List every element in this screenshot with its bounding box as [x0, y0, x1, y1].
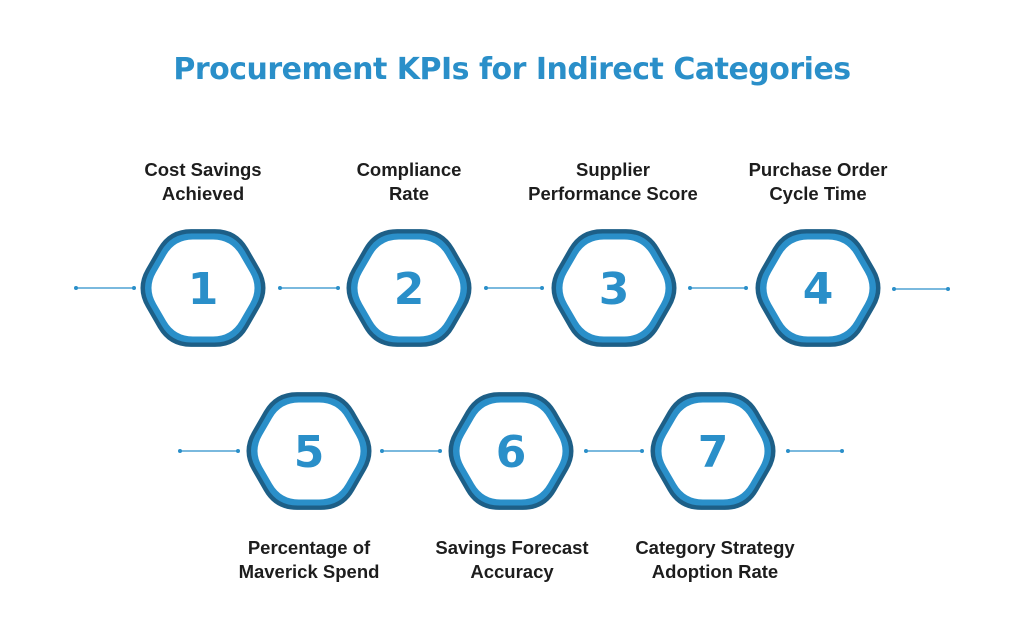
hexagon-inner [661, 402, 765, 500]
kpi-label-6-line2: Accuracy [470, 561, 554, 582]
top-row-connectors [74, 286, 950, 291]
kpi-label-6-line1: Savings Forecast [435, 537, 589, 558]
page-title: Procurement KPIs for Indirect Categories [173, 52, 851, 87]
kpi-label-2-line1: Compliance [356, 159, 462, 180]
hexagon-inner [151, 239, 255, 337]
kpi-number: 4 [803, 264, 834, 315]
hexagon-inner [357, 239, 461, 337]
kpi-label-3-line2: Performance Score [528, 183, 698, 204]
kpi-label-3-line1: Supplier [575, 159, 650, 180]
kpi-label-1: Cost Savings Achieved [88, 158, 318, 206]
kpi-label-7-line1: Category Strategy [635, 537, 795, 558]
kpi-number: 1 [188, 264, 219, 315]
hexagon-inner [257, 402, 361, 500]
hexagon-inner [562, 239, 666, 337]
hexagon-inner [766, 239, 870, 337]
kpi-hexagon-4: 4 [755, 229, 881, 347]
kpi-label-5-line2: Maverick Spend [238, 561, 380, 582]
kpi-label-7: Category Strategy Adoption Rate [600, 536, 830, 584]
kpi-label-4-line2: Cycle Time [769, 183, 867, 204]
kpi-number: 2 [394, 264, 425, 315]
kpi-number: 7 [698, 427, 729, 478]
kpi-number: 6 [496, 427, 527, 478]
kpi-label-1-line1: Cost Savings [144, 159, 262, 180]
kpi-number: 3 [599, 264, 630, 315]
kpi-label-6: Savings Forecast Accuracy [397, 536, 627, 584]
kpi-label-7-line2: Adoption Rate [651, 561, 779, 582]
kpi-hexagons: 1 2 3 4 5 6 7 [140, 229, 881, 510]
kpi-label-2-line2: Rate [388, 183, 430, 204]
kpi-label-3: Supplier Performance Score [498, 158, 728, 206]
kpi-label-4: Purchase Order Cycle Time [703, 158, 933, 206]
kpi-hexagon-6: 6 [448, 392, 574, 510]
kpi-hexagon-1: 1 [140, 229, 266, 347]
kpi-label-5-line1: Percentage of [247, 537, 371, 558]
kpi-label-2: Compliance Rate [294, 158, 524, 206]
kpi-hexagon-2: 2 [346, 229, 472, 347]
kpi-hexagon-3: 3 [551, 229, 677, 347]
kpi-number: 5 [294, 427, 325, 478]
kpi-label-4-line1: Purchase Order [748, 159, 888, 180]
kpi-label-1-line2: Achieved [161, 183, 245, 204]
kpi-hexagon-7: 7 [650, 392, 776, 510]
kpi-label-5: Percentage of Maverick Spend [194, 536, 424, 584]
kpi-hexagon-5: 5 [246, 392, 372, 510]
hexagon-inner [459, 402, 563, 500]
